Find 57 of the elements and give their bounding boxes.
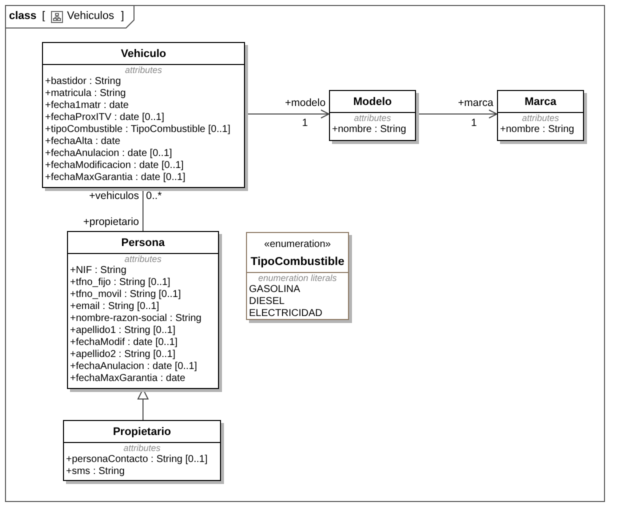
attribute-text: +apellido2 : String [0..1] bbox=[69, 349, 176, 361]
attribute-text: +email : String [0..1] bbox=[69, 301, 160, 313]
class-name: TipoCombustible bbox=[250, 255, 344, 269]
association-end-label: +propietario bbox=[83, 216, 139, 228]
association-end-label: 0..* bbox=[146, 190, 162, 202]
class-box bbox=[42, 42, 245, 188]
class-name: Modelo bbox=[353, 95, 392, 109]
association-end-label: +marca bbox=[458, 97, 494, 109]
attribute-text: +fechaAnulacion : date [0..1] bbox=[44, 148, 172, 160]
attribute-text: +fechaMaxGarantia : date [0..1] bbox=[44, 172, 186, 184]
association-end-label: +vehiculos bbox=[89, 190, 139, 202]
attribute-text: +apellido1 : String [0..1] bbox=[69, 325, 176, 337]
compartment-label: attributes bbox=[522, 113, 560, 124]
attribute-text: +tfno_movil : String [0..1] bbox=[69, 289, 181, 301]
attribute-text: +tipoCombustible : TipoCombustible [0..1] bbox=[44, 124, 230, 136]
compartment-label: enumeration literals bbox=[258, 273, 337, 284]
association-end-label: 1 bbox=[302, 117, 308, 129]
attribute-text: +fechaProxITV : date [0..1] bbox=[44, 112, 164, 124]
class-box bbox=[63, 420, 221, 481]
compartment-label: attributes bbox=[354, 113, 392, 124]
enum-literal: GASOLINA bbox=[248, 284, 300, 296]
class-box bbox=[497, 90, 584, 141]
attribute-text: +fechaModif : date [0..1] bbox=[69, 337, 178, 349]
attribute-text: +bastidor : String bbox=[44, 76, 121, 88]
bracket: [ bbox=[42, 10, 46, 23]
attribute-text: +nombre : String bbox=[331, 124, 406, 136]
class-name: Marca bbox=[524, 95, 556, 109]
attribute-text: +nombre-razon-social : String bbox=[69, 313, 202, 325]
frame-name: Vehiculos bbox=[67, 10, 114, 23]
attribute-text: +personaContacto : String [0..1] bbox=[65, 454, 208, 466]
attribute-text: +sms : String bbox=[65, 466, 125, 478]
stereotype-label: «enumeration» bbox=[264, 238, 331, 251]
class-box bbox=[67, 231, 219, 389]
compartment-label: attributes bbox=[124, 254, 162, 265]
enum-literal: DIESEL bbox=[248, 296, 285, 308]
class-name: Propietario bbox=[112, 425, 172, 439]
attribute-text: +fechaMaxGarantia : date bbox=[69, 373, 186, 385]
class-name: Vehiculo bbox=[120, 47, 166, 61]
bracket: ] bbox=[121, 10, 124, 23]
attribute-text: +fecha1matr : date bbox=[44, 100, 129, 112]
attribute-text: +tfno_fijo : String [0..1] bbox=[69, 277, 170, 289]
enumeration-box bbox=[246, 232, 349, 320]
diagram-frame bbox=[5, 5, 605, 502]
attribute-text: +fechaAlta : date bbox=[44, 136, 120, 148]
class-box bbox=[329, 90, 416, 141]
enum-literal: ELECTRICIDAD bbox=[248, 308, 322, 320]
attribute-text: +NIF : String bbox=[69, 265, 126, 277]
compartment-label: attributes bbox=[123, 443, 161, 454]
attribute-text: +fechaModificacion : date [0..1] bbox=[44, 160, 184, 172]
association-end-label: 1 bbox=[471, 117, 477, 129]
compartment-label: attributes bbox=[124, 65, 162, 76]
association-end-label: +modelo bbox=[285, 97, 326, 109]
frame-kind: class bbox=[9, 10, 37, 23]
attribute-text: +nombre : String bbox=[499, 124, 574, 136]
attribute-text: +fechaAnulacion : date [0..1] bbox=[69, 361, 198, 373]
attribute-text: +matricula : String bbox=[44, 88, 126, 100]
class-name: Persona bbox=[121, 236, 165, 250]
